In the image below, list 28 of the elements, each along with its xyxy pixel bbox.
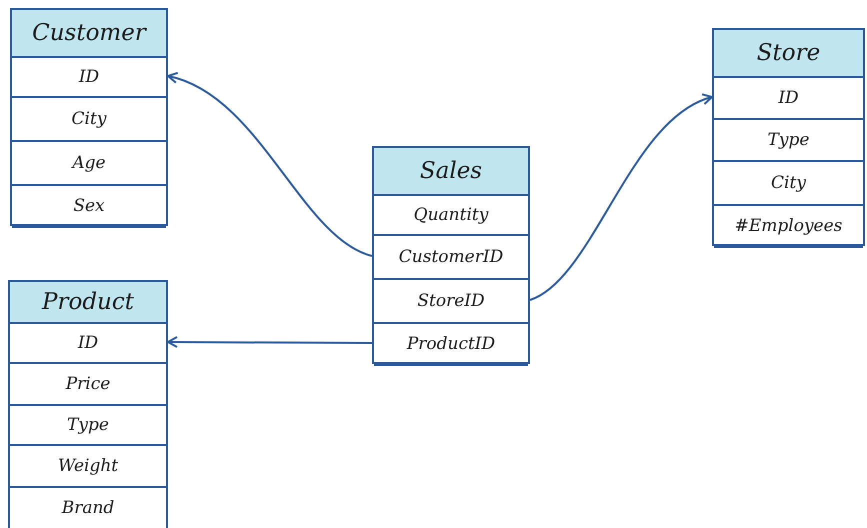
arrow bbox=[167, 72, 372, 257]
table-box bbox=[372, 146, 530, 364]
arrow bbox=[530, 94, 713, 301]
table-header: Sales bbox=[374, 148, 528, 196]
field-name: Type bbox=[67, 415, 109, 435]
field-name: Type bbox=[768, 130, 810, 150]
table-header: Store bbox=[714, 30, 863, 78]
field-name: StoreID bbox=[417, 291, 485, 311]
table-header: Customer bbox=[12, 10, 166, 58]
field-name: Price bbox=[66, 374, 110, 394]
field-name: #Employees bbox=[734, 216, 842, 236]
field-name: Quantity bbox=[414, 205, 488, 225]
table-header: Product bbox=[10, 282, 166, 324]
field-name: City bbox=[72, 109, 106, 129]
field-name: Age bbox=[72, 153, 106, 173]
field-name: CustomerID bbox=[398, 247, 504, 267]
field-name: City bbox=[771, 173, 806, 193]
field-name: ID bbox=[78, 333, 98, 353]
field-name: ID bbox=[78, 67, 100, 87]
table-box bbox=[8, 280, 168, 528]
field-name: Brand bbox=[62, 498, 114, 518]
arrow bbox=[167, 336, 372, 348]
table-box bbox=[712, 28, 865, 246]
table-box bbox=[10, 8, 168, 226]
field-name: ID bbox=[778, 88, 799, 108]
field-name: Sex bbox=[73, 196, 105, 216]
field-name: ProductID bbox=[406, 334, 496, 354]
field-name: Weight bbox=[58, 456, 118, 476]
